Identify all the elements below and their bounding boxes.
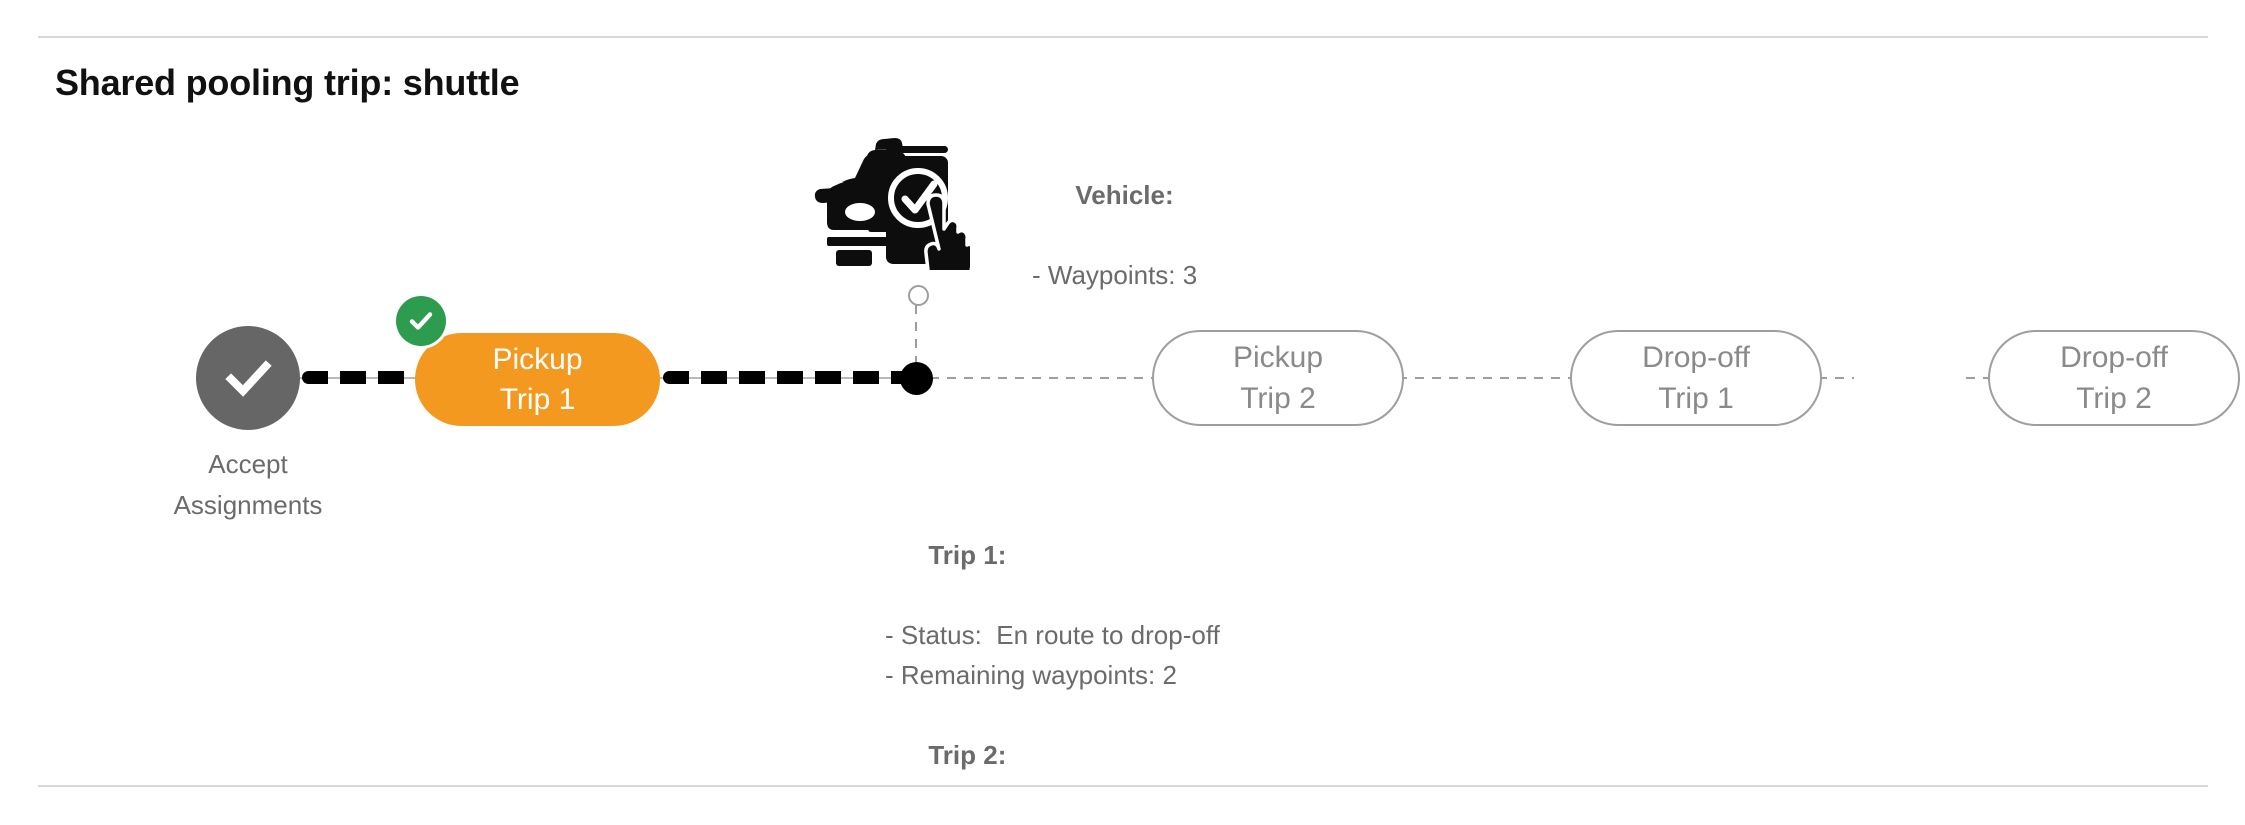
annotation-trip1-line-1: - Status: En route to drop-off bbox=[885, 620, 1220, 650]
vehicle-leader-line bbox=[915, 305, 917, 362]
page-title: Shared pooling trip: shuttle bbox=[55, 62, 520, 103]
node-accept-assignments-label: Accept Assignments bbox=[173, 449, 323, 520]
annotation-trip2-heading-colon: : bbox=[997, 740, 1007, 770]
node-drop-off-trip-1[interactable]: Drop-off Trip 1 bbox=[1570, 330, 1822, 426]
rail-segment-accept-to-pickup1 bbox=[302, 371, 418, 384]
annotation-vehicle-line-1: - Waypoints: 3 bbox=[1032, 260, 1198, 290]
rail-segment-pickup1-to-vehicle bbox=[663, 371, 918, 384]
rail-segment-vehicle-to-pickup2 bbox=[930, 377, 1152, 379]
node-drop-off-trip-2[interactable]: Drop-off Trip 2 bbox=[1988, 330, 2240, 426]
top-divider bbox=[38, 36, 2208, 38]
annotation-vehicle-heading-text: Vehicle bbox=[1075, 180, 1165, 210]
node-accept-assignments[interactable]: Accept Assignments bbox=[174, 326, 322, 520]
annotation-trip1-heading: Trip 1: bbox=[885, 495, 1220, 615]
check-circle-icon bbox=[218, 348, 278, 408]
node-pickup-trip-1[interactable]: Pickup Trip 1 bbox=[415, 333, 660, 426]
annotation-vehicle-heading-colon: : bbox=[1164, 180, 1174, 210]
annotation-trip1-line-2: - Remaining waypoints: 2 bbox=[885, 660, 1177, 690]
vehicle-phone-check-icon bbox=[812, 120, 970, 270]
current-position-dot bbox=[900, 362, 933, 395]
annotation-trip2-heading-text: Trip 2 bbox=[928, 740, 998, 770]
annotation-trip1-heading-colon: : bbox=[997, 540, 1007, 570]
pickup-trip-1-check-badge-icon bbox=[396, 296, 446, 346]
annotation-trip2-line-1: - Status: En route to pickup bbox=[885, 815, 1220, 825]
bottom-divider bbox=[38, 785, 2208, 787]
annotation-trips: Trip 1: - Status: En route to drop-off -… bbox=[885, 495, 1220, 825]
accept-assignments-circle bbox=[196, 326, 300, 430]
vehicle-leader-ring-icon bbox=[908, 285, 929, 306]
annotation-vehicle-heading: Vehicle: bbox=[1032, 135, 1197, 255]
annotation-trip1-heading-text: Trip 1 bbox=[928, 540, 998, 570]
annotation-vehicle: Vehicle: - Waypoints: 3 bbox=[1032, 135, 1197, 295]
rail-segment-pickup2-to-dropoff1 bbox=[1398, 377, 1570, 379]
annotation-trip2-heading: Trip 2: bbox=[885, 695, 1220, 815]
node-pickup-trip-2[interactable]: Pickup Trip 2 bbox=[1152, 330, 1404, 426]
